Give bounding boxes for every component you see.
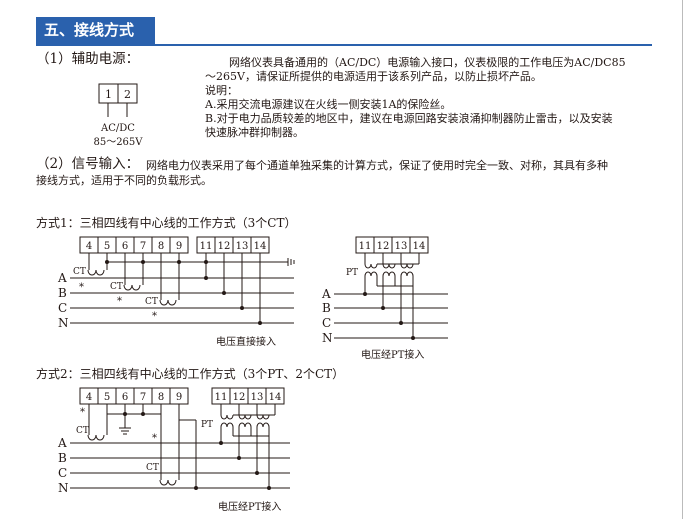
m1-star-a: * bbox=[79, 282, 84, 293]
m1-ct-label-b: CT bbox=[110, 282, 123, 292]
aux-power-note-a: A.采用交流电源建议在火线一侧安装1A的保险丝。 bbox=[205, 98, 452, 111]
m2-star-a: * bbox=[80, 407, 85, 418]
m1-pt-terminal-12: 12 bbox=[377, 241, 390, 252]
m1-terminal-11: 11 bbox=[200, 241, 213, 252]
m2-caption-pt: 电压经PT接入 bbox=[218, 500, 281, 513]
m1-terminal-8: 8 bbox=[158, 241, 164, 252]
m2-phase-a: A bbox=[57, 436, 67, 450]
m2-phase-b: B bbox=[58, 451, 67, 465]
m2-terminal-7: 7 bbox=[140, 392, 146, 403]
m1-terminal-9: 9 bbox=[176, 241, 182, 252]
section-title-rule bbox=[36, 44, 652, 46]
m1-caption-direct: 电压直接接入 bbox=[216, 335, 276, 348]
m1-pt-phase-n: N bbox=[322, 331, 333, 345]
m1-terminal-13: 13 bbox=[236, 241, 249, 252]
m1-phase-n: N bbox=[58, 316, 69, 330]
m1-terminal-14: 14 bbox=[254, 241, 267, 252]
section-title: 五、接线方式 bbox=[36, 17, 155, 44]
m2-phase-n: N bbox=[58, 481, 69, 495]
m1-pt-phase-a: A bbox=[321, 287, 331, 301]
m2-ct-label-a: CT bbox=[76, 426, 89, 436]
signal-input-desc-line2: 接线方式，适用于不同的负载形式。 bbox=[36, 174, 212, 187]
m2-terminal-9: 9 bbox=[176, 392, 182, 403]
aux-power-heading: （1）辅助电源： bbox=[36, 51, 140, 67]
m1-star-c: * bbox=[152, 311, 157, 322]
m2-pt-label: PT bbox=[201, 420, 213, 430]
m1-caption-pt: 电压经PT接入 bbox=[361, 348, 424, 361]
power-label-range: 85～265V bbox=[93, 137, 143, 148]
aux-power-desc-line2: ～265V，请保证所提供的电源适用于该系列产品，以防止损坏产品。 bbox=[205, 70, 542, 83]
m1-terminal-6: 6 bbox=[122, 241, 128, 252]
m1-terminal-5: 5 bbox=[104, 241, 110, 252]
power-terminal-2: 2 bbox=[124, 88, 131, 101]
m2-pt-terminal-13: 13 bbox=[251, 392, 264, 403]
m2-terminal-4: 4 bbox=[86, 392, 92, 403]
m1-pt-terminal-14: 14 bbox=[413, 241, 426, 252]
power-label-acdc: AC/DC bbox=[100, 123, 135, 134]
m1-ct-label-c: CT bbox=[145, 297, 158, 307]
method2-title: 方式2：三相四线有中心线的工作方式（3个PT、2个CT） bbox=[36, 367, 345, 381]
m2-star-c: * bbox=[152, 433, 157, 444]
m1-terminal-7: 7 bbox=[140, 241, 146, 252]
aux-power-desc-line1: 网络仪表具备通用的（AC/DC）电源输入接口，仪表极限的工作电压为AC/DC85 bbox=[229, 56, 626, 69]
m1-phase-c: C bbox=[58, 301, 67, 315]
m1-pt-label: PT bbox=[346, 268, 358, 278]
signal-input-desc-line1: 网络电力仪表采用了每个通道单独采集的计算方式，保证了使用时完全一致、对称，其具有… bbox=[146, 159, 608, 172]
m1-terminal-12: 12 bbox=[218, 241, 231, 252]
m1-pt-phase-c: C bbox=[322, 316, 331, 330]
page-edge-rule bbox=[682, 0, 683, 519]
m1-phase-b: B bbox=[58, 286, 67, 300]
m1-star-b: * bbox=[117, 296, 122, 307]
m1-ct-label-a: CT bbox=[73, 267, 86, 277]
signal-input-heading: （2）信号输入： bbox=[36, 156, 140, 172]
m1-pt-terminal-11: 11 bbox=[359, 241, 372, 252]
m2-terminal-8: 8 bbox=[158, 392, 164, 403]
aux-power-note-b-line2: 快速脉冲群抑制器。 bbox=[205, 126, 304, 139]
m2-pt-terminal-12: 12 bbox=[233, 392, 246, 403]
m2-terminal-5: 5 bbox=[104, 392, 110, 403]
method1-title: 方式1：三相四线有中心线的工作方式（3个CT） bbox=[36, 216, 297, 230]
m2-terminal-6: 6 bbox=[122, 392, 128, 403]
m1-pt-phase-b: B bbox=[322, 301, 331, 315]
m2-phase-c: C bbox=[58, 466, 67, 480]
power-terminal-1: 1 bbox=[105, 88, 112, 101]
aux-power-note-b-line1: B.对于电力品质较差的地区中，建议在电源回路安装浪涌抑制器防止雷击，以及安装 bbox=[205, 112, 613, 125]
m1-phase-a: A bbox=[57, 271, 67, 285]
m2-pt-terminal-14: 14 bbox=[269, 392, 282, 403]
m2-pt-terminal-11: 11 bbox=[215, 392, 228, 403]
m1-pt-terminal-13: 13 bbox=[395, 241, 408, 252]
m2-ct-label-c: CT bbox=[146, 463, 159, 473]
m1-terminal-4: 4 bbox=[86, 241, 92, 252]
aux-power-note-label: 说明： bbox=[205, 84, 238, 97]
